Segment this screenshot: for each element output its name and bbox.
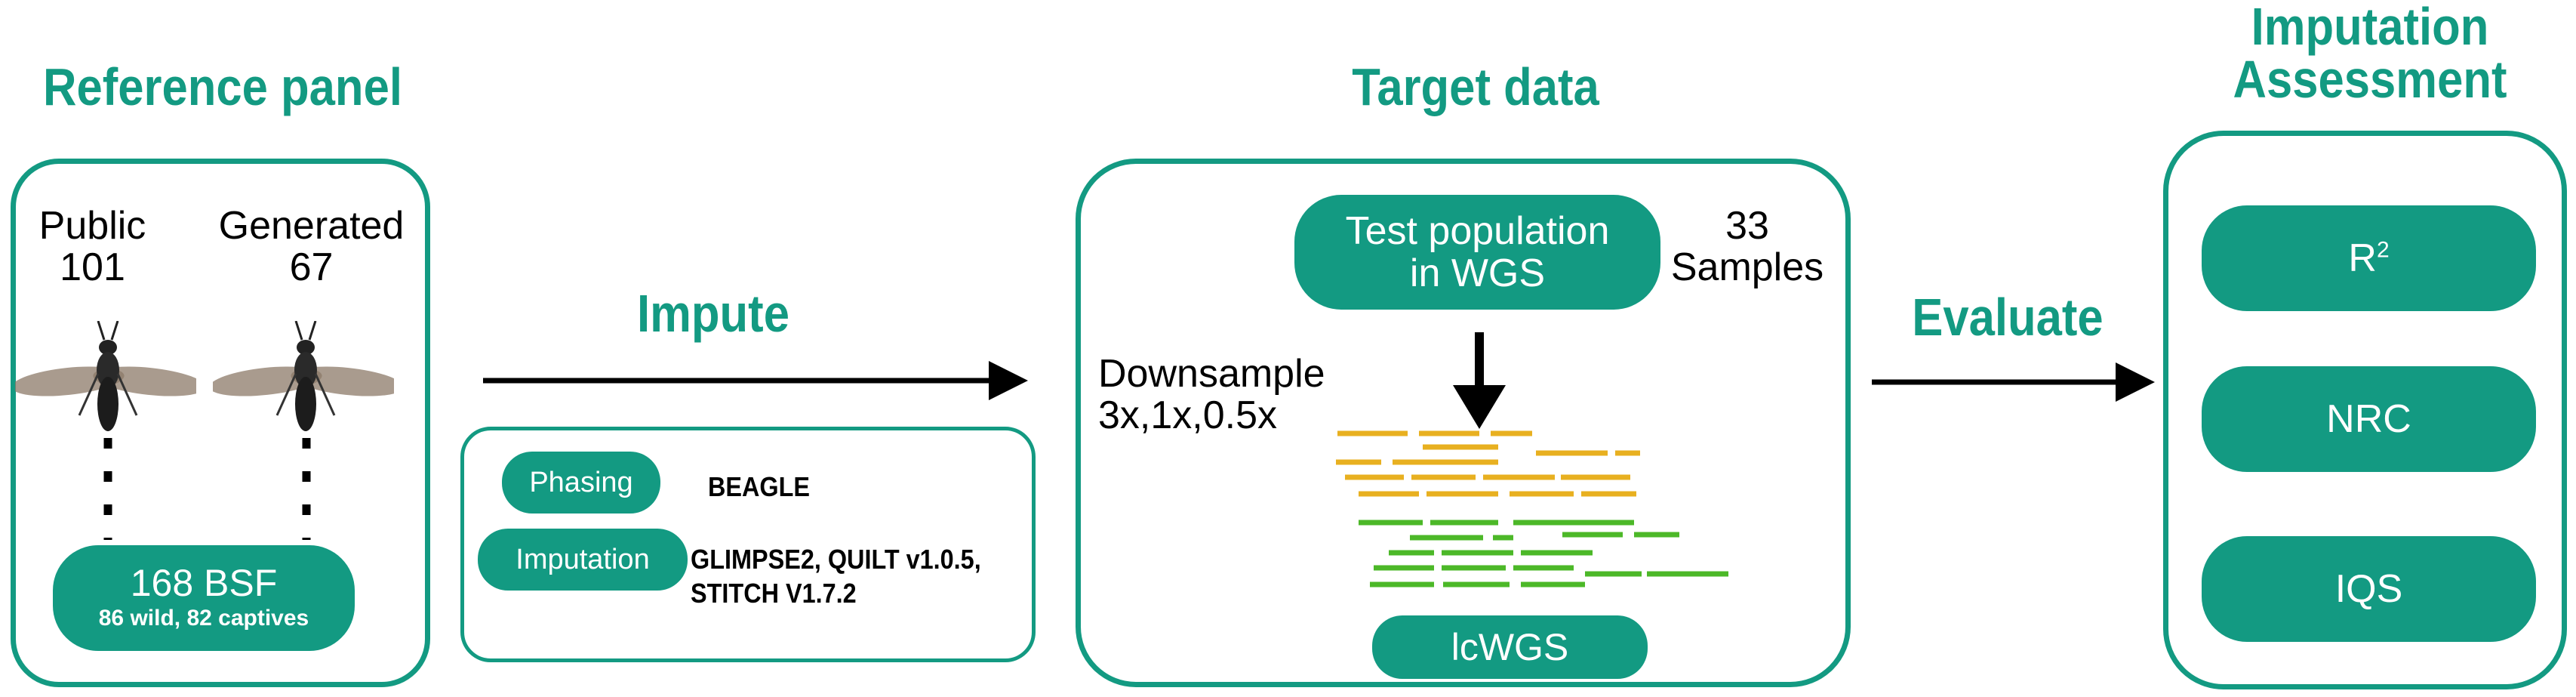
downsample-label: Downsample <box>1098 352 1325 396</box>
assessment-title-line2: Assessment <box>2233 50 2507 109</box>
generated-count: 67 <box>289 245 334 289</box>
assessment-title-line1: Imputation <box>2251 0 2489 56</box>
total-bsf-pill: 168 BSF 86 wild, 82 captives <box>53 545 355 651</box>
metric-iqs-pill: IQS <box>2202 536 2536 642</box>
generated-label: Generated <box>218 204 405 248</box>
target-data-title: Target data <box>1352 57 1599 116</box>
metric-nrc-label: NRC <box>2326 397 2411 441</box>
metric-r2-base: R <box>2348 236 2377 280</box>
fly-icon <box>213 321 394 431</box>
lcwgs-label: lcWGS <box>1451 626 1569 668</box>
public-count: 101 <box>60 245 125 289</box>
total-bsf-label: 168 BSF <box>130 562 278 605</box>
reference-panel-title: Reference panel <box>43 57 402 116</box>
reads-green <box>1359 520 1728 588</box>
samples-label: Samples <box>1670 245 1824 289</box>
metric-nrc-pill: NRC <box>2202 366 2536 472</box>
reads-orange <box>1336 430 1640 497</box>
samples-group: 33 Samples <box>1657 205 1838 288</box>
test-population-pill: Test population in WGS <box>1294 195 1660 310</box>
imputation-label: Imputation <box>516 543 650 575</box>
phasing-label: Phasing <box>529 466 633 498</box>
assessment-title: Imputation Assessment <box>2190 0 2549 106</box>
evaluate-label: Evaluate <box>1912 288 2104 347</box>
public-group: Public 101 <box>15 205 170 288</box>
fly-icon <box>15 321 196 431</box>
downsample-group: Downsample 3x,1x,0.5x <box>1098 353 1325 436</box>
metric-r2-pill: R2 <box>2202 205 2536 311</box>
phasing-tool: BEAGLE <box>708 471 811 502</box>
lcwgs-pill: lcWGS <box>1372 615 1648 679</box>
total-bsf-sub: 86 wild, 82 captives <box>98 605 309 631</box>
generated-group: Generated 67 <box>204 205 419 288</box>
imputation-tools: GLIMPSE2, QUILT v1.0.5, STITCH V1.7.2 <box>691 542 981 610</box>
public-label: Public <box>38 204 146 248</box>
phasing-pill: Phasing <box>502 452 660 513</box>
test-population-line1: Test population <box>1345 208 1610 253</box>
impute-label: Impute <box>637 284 789 343</box>
imputation-tools-line1: GLIMPSE2, QUILT v1.0.5, <box>691 544 981 575</box>
metric-r2-sup: 2 <box>2376 237 2390 263</box>
imputation-tools-line2: STITCH V1.7.2 <box>691 578 857 609</box>
metric-iqs-label: IQS <box>2334 567 2403 611</box>
test-population-line2: in WGS <box>1409 251 1546 295</box>
imputation-pill: Imputation <box>478 529 688 591</box>
downsample-values: 3x,1x,0.5x <box>1098 393 1278 437</box>
samples-count: 33 <box>1725 204 1769 248</box>
